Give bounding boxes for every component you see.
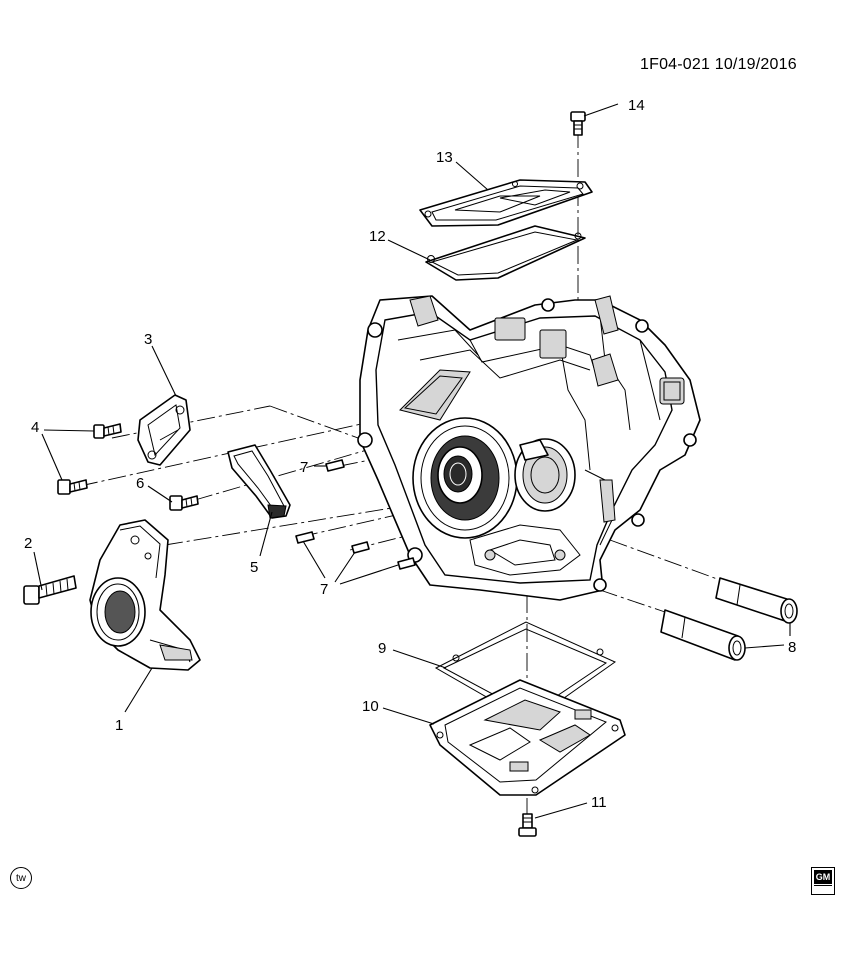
transmission-housing: [357, 295, 701, 601]
callout-12: 12: [369, 228, 386, 245]
callout-11: 11: [591, 794, 607, 811]
callout-4: 4: [31, 419, 39, 436]
callout-3: 3: [144, 331, 152, 348]
bolt-part-11: [518, 813, 537, 837]
diagram-reference-code: 1F04-021 10/19/2016: [640, 56, 797, 73]
callout-9: 9: [378, 640, 386, 657]
callout-2: 2: [24, 535, 32, 552]
gm-logo-text: GM: [814, 870, 832, 884]
bracket-part-3: [137, 394, 191, 466]
callout-7-upper: 7: [300, 459, 308, 476]
cover-part-13: [419, 179, 593, 227]
callout-8: 8: [788, 639, 796, 656]
tube-part-8-lower: [660, 609, 746, 661]
guide-part-5: [227, 444, 291, 519]
ring-gear: [412, 417, 518, 539]
bolt-part-6: [169, 495, 199, 511]
gm-logo-underline: [814, 885, 832, 892]
callout-1: 1: [115, 717, 123, 734]
leader-lines: [33, 103, 791, 819]
callout-5: 5: [250, 559, 258, 576]
callout-6: 6: [136, 475, 144, 492]
callout-10: 10: [362, 698, 379, 715]
tube-part-8-upper: [715, 577, 798, 624]
dowel-pins-part-7: [295, 459, 416, 570]
callout-7-lower: 7: [320, 581, 328, 598]
case-cover-part-1: [89, 519, 201, 671]
bolt-part-2: [23, 575, 77, 605]
callout-labels: 14 13 12 3 4 6 7 5 2 7 1 8 9 10 11: [24, 97, 796, 811]
gm-logo: GM: [811, 867, 835, 895]
callout-13: 13: [436, 149, 453, 166]
bolt-part-14: [570, 111, 586, 136]
callout-14: 14: [628, 97, 645, 114]
output-bore: [514, 438, 576, 512]
bolt-part-4-upper: [93, 423, 122, 439]
gasket-part-12: [425, 225, 586, 281]
oil-pan-part-10: [429, 679, 626, 796]
tw-mark: tw: [10, 867, 32, 889]
bolt-part-4-lower: [57, 479, 88, 495]
